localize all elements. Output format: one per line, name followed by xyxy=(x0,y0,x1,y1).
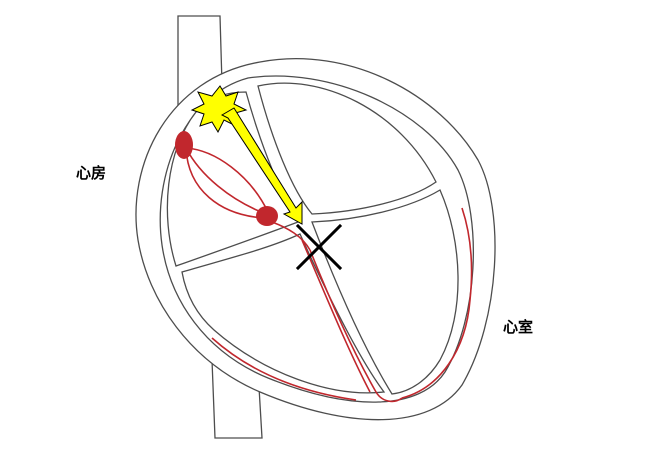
internodal-pathways xyxy=(185,147,269,219)
sa-node xyxy=(175,131,193,159)
ventricle-label: 心室 xyxy=(503,318,534,336)
arrow-icon xyxy=(220,107,303,225)
right-atrium-chamber xyxy=(257,82,437,215)
internodal-path-middle xyxy=(185,147,267,215)
left-ventricle-chamber xyxy=(181,233,386,394)
right-bundle-branch xyxy=(401,207,473,399)
left-bundle-branch-inner xyxy=(301,239,371,393)
bundle-of-his xyxy=(271,221,311,251)
internodal-path-anterior xyxy=(185,147,269,213)
internodal-path-posterior xyxy=(185,147,265,219)
atrium-label: 心房 xyxy=(76,164,107,182)
left-bundle-branch xyxy=(309,249,403,403)
av-node xyxy=(256,206,278,226)
ventricular-conduction-system xyxy=(211,207,473,403)
purkinje-fiber-left xyxy=(211,337,357,401)
cross-mark-icon xyxy=(295,223,343,271)
right-ventricle-chamber xyxy=(311,189,459,395)
